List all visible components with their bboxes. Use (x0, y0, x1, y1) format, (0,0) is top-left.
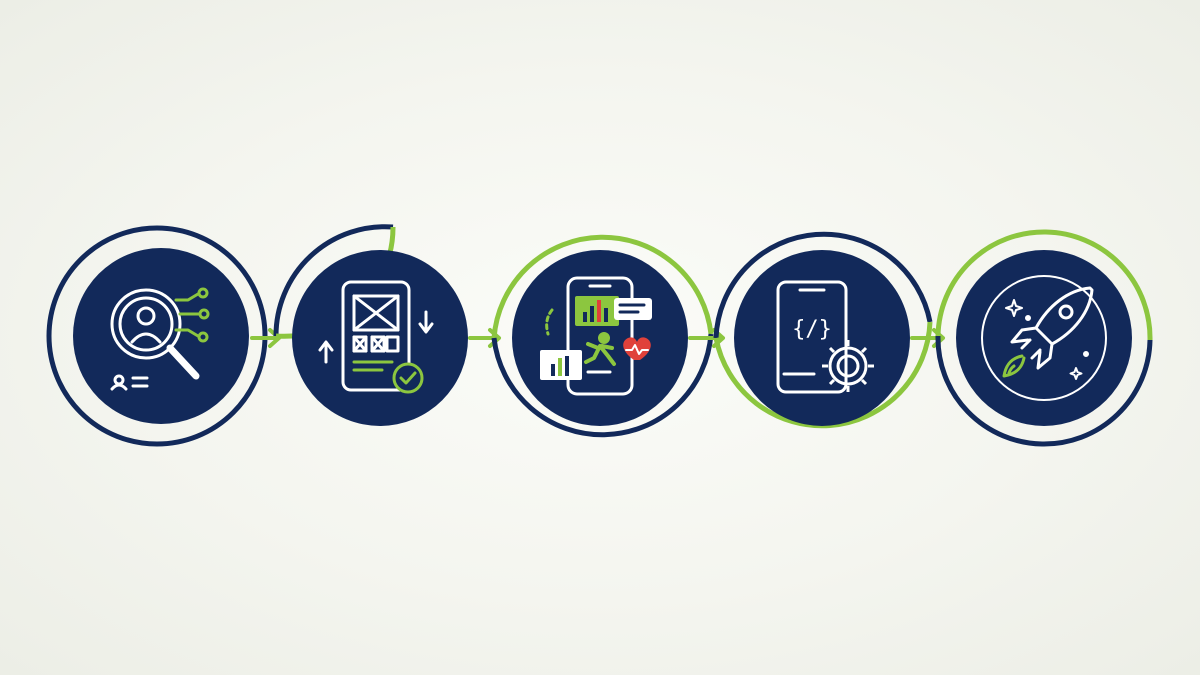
step-5-outer-ring-green (935, 229, 1153, 341)
wireframe-phone-icon (318, 280, 434, 392)
step-1 (46, 225, 268, 447)
magnifier-user-icon (110, 287, 210, 391)
step-5 (935, 229, 1153, 447)
svg-text:{/}: {/} (792, 317, 832, 342)
gear-icon (822, 340, 874, 392)
step-3-outer-ring-dark (491, 333, 714, 438)
step-4-outer-ring-dark (713, 231, 933, 339)
step-5-outer-ring-dark (935, 335, 1153, 447)
code-phone-icon: {/} (776, 280, 848, 394)
step-2 (273, 224, 468, 426)
step-4: {/} (713, 231, 933, 429)
fitness-phone-icon (540, 276, 652, 396)
step-3-outer-ring-green (491, 234, 714, 339)
step-1-circle (73, 248, 249, 424)
step-2-outer-ring-dark (273, 224, 394, 337)
check-circle-icon (392, 362, 424, 394)
step-3 (491, 234, 714, 438)
rocket-icon (981, 275, 1107, 401)
